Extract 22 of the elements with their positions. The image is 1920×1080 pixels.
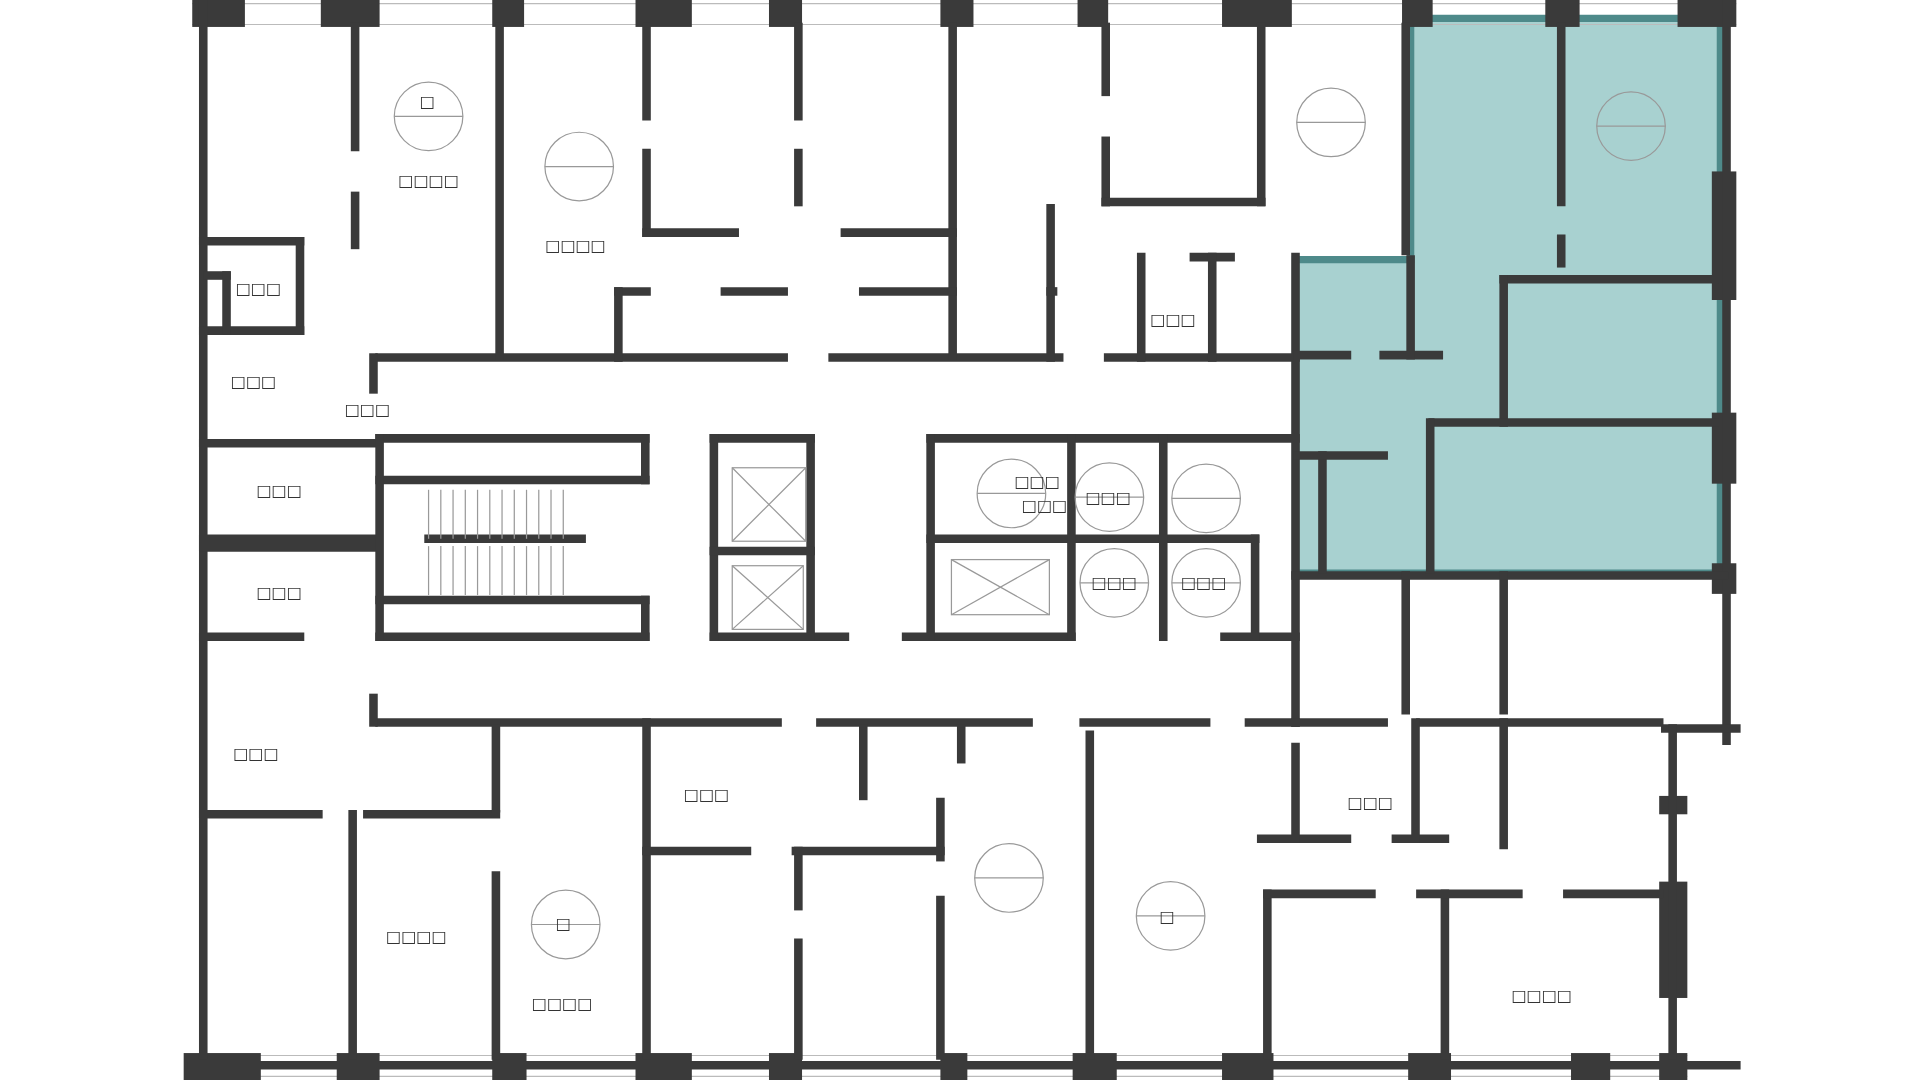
room-label: □□□ [1347,795,1393,812]
room-label: □□□ [235,280,282,297]
room-label: □□□□ [545,238,606,255]
room-label: □□□ [256,584,302,601]
room-label: □□□ [344,402,390,419]
room-label: □□□ [230,374,277,391]
room-label: □□□ [1085,490,1131,507]
room-label: □□□ [233,746,279,763]
room-label: □□□ [1021,497,1068,514]
room-label: □ [1159,909,1175,926]
room-label: □□□ [1181,574,1227,591]
room-label: □□□□ [398,173,459,190]
room-label: □□□□ [1511,987,1572,1004]
room-label: □□□ [1014,474,1060,491]
room-label: □ [555,916,571,933]
room-label: □□□ [256,483,302,499]
room-label: □□□ [1150,311,1196,328]
room-label: □□□□ [531,996,593,1013]
room-label: □ [419,93,435,110]
room-label: □□□ [683,786,730,803]
room-label: □□□□ [386,928,447,945]
room-label: □□□ [1091,574,1137,591]
